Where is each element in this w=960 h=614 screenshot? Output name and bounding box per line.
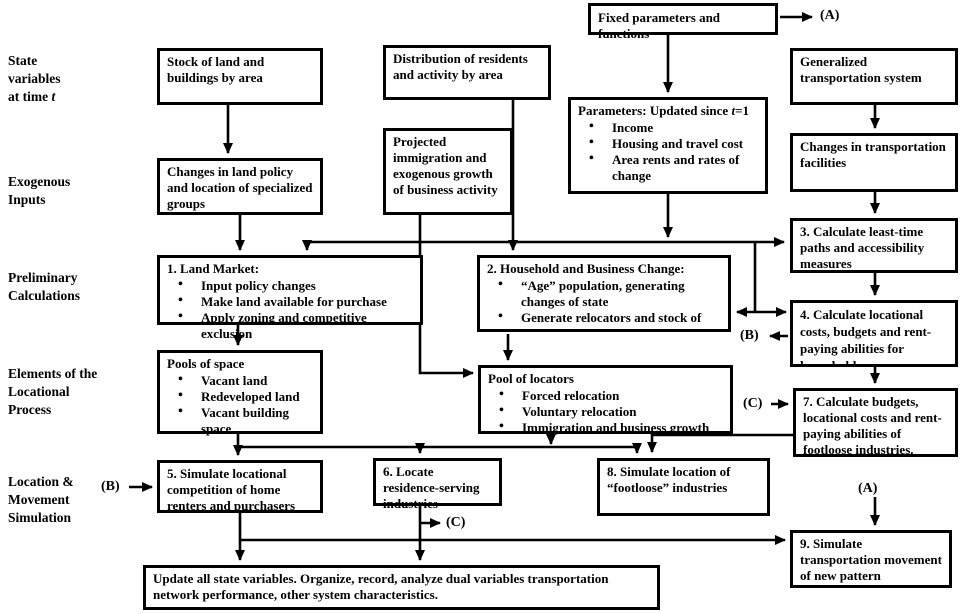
bullet-item: Housing and travel cost (578, 135, 758, 152)
bullet-item: Voluntary relocation (488, 403, 723, 420)
bullet-item: Generate relocators and stock of release… (487, 309, 721, 329)
box-title: Pools of space (167, 356, 245, 371)
box-text: 7. Calculate budgets, locational costs a… (803, 394, 942, 457)
bullet-item: Income (578, 119, 758, 136)
bullet-list: Income Housing and travel cost Area rent… (578, 119, 758, 184)
row-label-line: Locational (8, 384, 70, 399)
box-6-locate-residence: 6. Locate residence-serving industries (373, 458, 502, 511)
box-7-calc-budgets: 7. Calculate budgets, locational costs a… (793, 388, 958, 457)
bullet-list: “Age” population, generating changes of … (487, 277, 721, 329)
box-distribution-residents: Distribution of residents and activity b… (383, 45, 551, 100)
connector-label-c-out: (C) (446, 515, 466, 530)
bullet-item: Area rents and rates of change (578, 151, 758, 184)
box-title: Parameters: Updated since t=1 (578, 103, 749, 118)
row-label-line: Location & (8, 474, 74, 489)
row-label-line: State (8, 53, 38, 68)
box-text: Changes in land policy and location of s… (167, 164, 313, 211)
row-label-line: Inputs (8, 192, 46, 207)
arrow-immigration-to-poollocators (418, 215, 474, 378)
box-fixed-parameters: Fixed parameters and functions (588, 3, 778, 41)
box-pools-of-space: Pools of space Vacant land Redeveloped l… (157, 350, 323, 437)
box-title: 2. Household and Business Change: (487, 261, 685, 276)
box-text: 9. Simulate transportation movement of n… (800, 536, 942, 583)
row-label-line: Simulation (8, 510, 72, 525)
box-text: Generalized transportation system (800, 54, 922, 85)
box-generalized-transportation: Generalized transportation system (790, 48, 958, 105)
box-changes-land-policy: Changes in land policy and location of s… (157, 158, 323, 215)
bullet-item: Input policy changes (167, 277, 413, 294)
row-label-line: at time t (8, 89, 56, 104)
row-label-line: Movement (8, 492, 70, 507)
row-label-line: Calculations (8, 288, 81, 303)
bullet-item: Redeveloped land (167, 388, 313, 405)
box-title: 1. Land Market: (167, 261, 260, 276)
connector-label-c-in: (C) (743, 396, 763, 411)
box-3-calc-least-time: 3. Calculate least-time paths and access… (790, 218, 958, 273)
box-update-state-variables: Update all state variables. Organize, re… (143, 565, 660, 610)
box-text: Changes in transportation facilities (800, 139, 946, 170)
row-label-line: variables (8, 71, 61, 86)
bullet-item: Forced relocation (488, 387, 723, 404)
row-label-location-movement-simulation: Location & Movement Simulation (8, 473, 143, 527)
connector-label-b-in: (B) (101, 479, 120, 494)
row-label-exogenous-inputs: Exogenous Inputs (8, 173, 143, 209)
box-1-land-market: 1. Land Market: Input policy changes Mak… (157, 255, 423, 341)
box-text: 4. Calculate locational costs, budgets a… (800, 307, 932, 367)
box-text: Distribution of residents and activity b… (393, 51, 528, 82)
connector-label-a-bottom: (A) (858, 481, 878, 496)
box-text: Projected immigration and exogenous grow… (393, 134, 498, 197)
bullet-list: Vacant land Redeveloped land Vacant buil… (167, 372, 313, 437)
box-text: 3. Calculate least-time paths and access… (800, 224, 925, 271)
box-text: 8. Simulate location of “footloose” indu… (607, 464, 731, 495)
box-title: Pool of locators (488, 371, 574, 386)
bullet-item: Immigration and business growth (488, 419, 723, 436)
box-text: 5. Simulate locational competition of ho… (167, 466, 296, 513)
box-text: Fixed parameters and functions (598, 10, 721, 41)
bullet-item: Apply zoning and competitive exclusion (167, 309, 413, 342)
row-label-line: Process (8, 402, 52, 417)
connector-label-a-top: (A) (820, 8, 840, 23)
row-label-line: Elements of the (8, 366, 98, 381)
box-changes-transportation: Changes in transportation facilities (790, 133, 958, 192)
row-label-line: Exogenous (8, 174, 71, 189)
bullet-list: Forced relocation Voluntary relocation I… (488, 387, 723, 436)
bullet-item: “Age” population, generating changes of … (487, 277, 721, 310)
bullet-item: Make land available for purchase (167, 293, 413, 310)
row-label-line: Preliminary (8, 270, 78, 285)
row-label-state-variables: State variables at time t (8, 52, 143, 106)
bullet-item: Vacant land (167, 372, 313, 389)
arrow-calcbudgets-to-footloose (647, 433, 793, 453)
box-2-household-business-change: 2. Household and Business Change: “Age” … (477, 255, 731, 332)
bullet-list: Input policy changes Make land available… (167, 277, 413, 342)
box-text: 6. Locate residence-serving industries (383, 464, 480, 511)
box-4-calc-locational-costs: 4. Calculate locational costs, budgets a… (790, 300, 958, 367)
box-projected-immigration: Projected immigration and exogenous grow… (383, 128, 513, 215)
box-text: Stock of land and buildings by area (167, 54, 265, 85)
box-stock-of-land: Stock of land and buildings by area (157, 48, 323, 105)
bullet-item: Vacant building space (167, 404, 313, 437)
row-label-elements-locational-process: Elements of the Locational Process (8, 365, 143, 419)
box-9-simulate-transportation: 9. Simulate transportation movement of n… (790, 530, 952, 588)
box-parameters-updated: Parameters: Updated since t=1 Income Hou… (568, 97, 768, 194)
connector-label-b-out: (B) (740, 328, 759, 343)
row-label-preliminary-calculations: Preliminary Calculations (8, 269, 143, 305)
box-8-simulate-footloose: 8. Simulate location of “footloose” indu… (597, 458, 770, 516)
box-pool-of-locators: Pool of locators Forced relocation Volun… (478, 365, 733, 436)
box-text: Update all state variables. Organize, re… (153, 571, 609, 602)
box-5-simulate-competition: 5. Simulate locational competition of ho… (157, 460, 323, 513)
